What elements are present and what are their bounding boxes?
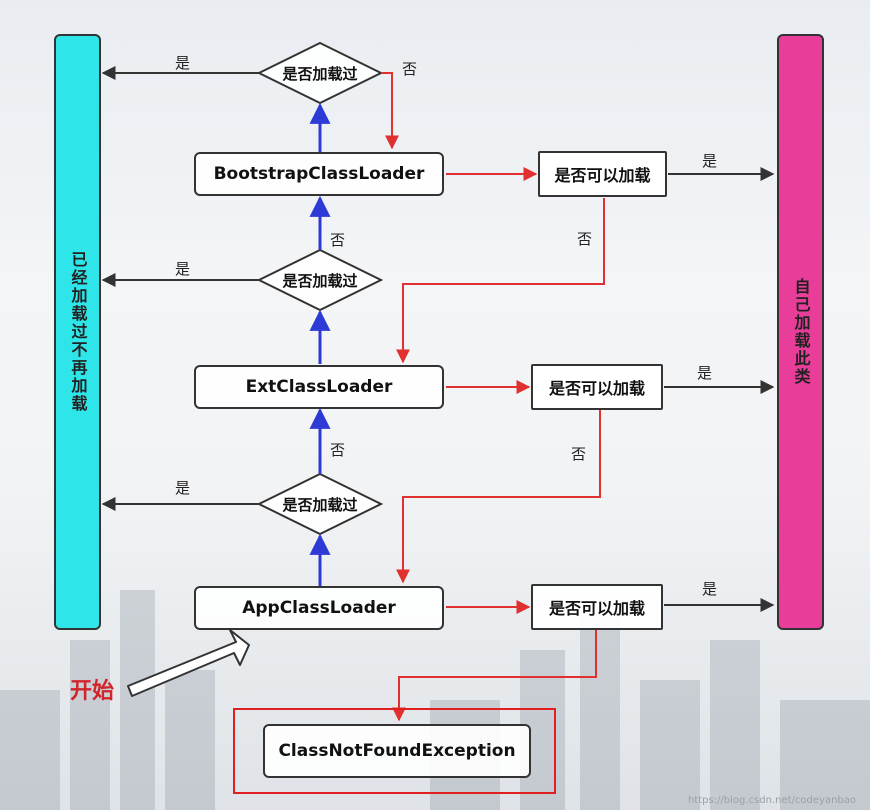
self-load-label: 自己加载此类 (791, 278, 811, 386)
no-label-canload-middle: 否 (571, 445, 587, 463)
can-load-check-middle: 是否可以加载 (531, 364, 663, 410)
no-label-bottom-check: 否 (330, 441, 346, 459)
start-label: 开始 (70, 679, 115, 704)
arrow-canload-no-middle (396, 410, 601, 584)
classnotfound-exception-box: ClassNotFoundException (263, 724, 531, 778)
bootstrap-classloader-box: BootstrapClassLoader (194, 152, 444, 196)
already-loaded-label: 已经加载过不再加载 (68, 251, 88, 413)
arrow-canload-no-bottom (392, 630, 597, 722)
can-load-check-bottom: 是否可以加载 (531, 584, 663, 630)
already-loaded-bar: 已经加载过不再加载 (54, 34, 101, 630)
no-label-top-check: 否 (402, 60, 418, 78)
no-label-middle-check: 否 (330, 231, 346, 249)
can-load-check-top: 是否可以加载 (538, 151, 667, 197)
yes-label-middle-left: 是 (175, 260, 191, 278)
yes-label-canload-middle: 是 (697, 364, 713, 382)
loaded-check-top-label: 是否加载过 (282, 64, 358, 83)
self-load-bar: 自己加载此类 (777, 34, 824, 630)
loaded-check-bottom-label: 是否加载过 (282, 495, 358, 514)
start-arrow (127, 629, 250, 697)
watermark: https://blog.csdn.net/codeyanbao (687, 795, 856, 806)
arrow-canload-no-top (396, 198, 605, 364)
yes-label-top-left: 是 (175, 54, 191, 72)
yes-label-bottom-left: 是 (175, 479, 191, 497)
app-classloader-box: AppClassLoader (194, 586, 444, 630)
exception-highlight-frame (233, 708, 556, 794)
arrow-top-check-no (381, 72, 399, 150)
yes-label-canload-bottom: 是 (702, 580, 718, 598)
yes-label-canload-top: 是 (702, 152, 718, 170)
no-label-canload-top: 否 (577, 230, 593, 248)
loaded-check-middle-label: 是否加载过 (282, 271, 358, 290)
ext-classloader-box: ExtClassLoader (194, 365, 444, 409)
